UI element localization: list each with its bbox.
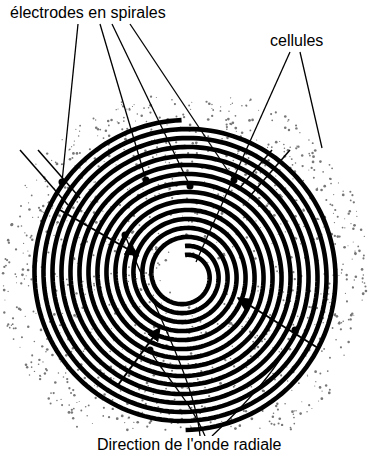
cells-texture	[2, 96, 367, 432]
leader-lines	[62, 24, 322, 436]
radial-wave-arrows	[60, 210, 318, 385]
electrode-leads	[20, 150, 290, 205]
label: Direction de l'onde radiale	[95, 436, 284, 454]
label: électrodes en spirales	[8, 4, 168, 22]
spiral-electrodes	[34, 120, 335, 430]
label: cellules	[268, 32, 325, 50]
leader-dots	[59, 177, 299, 354]
